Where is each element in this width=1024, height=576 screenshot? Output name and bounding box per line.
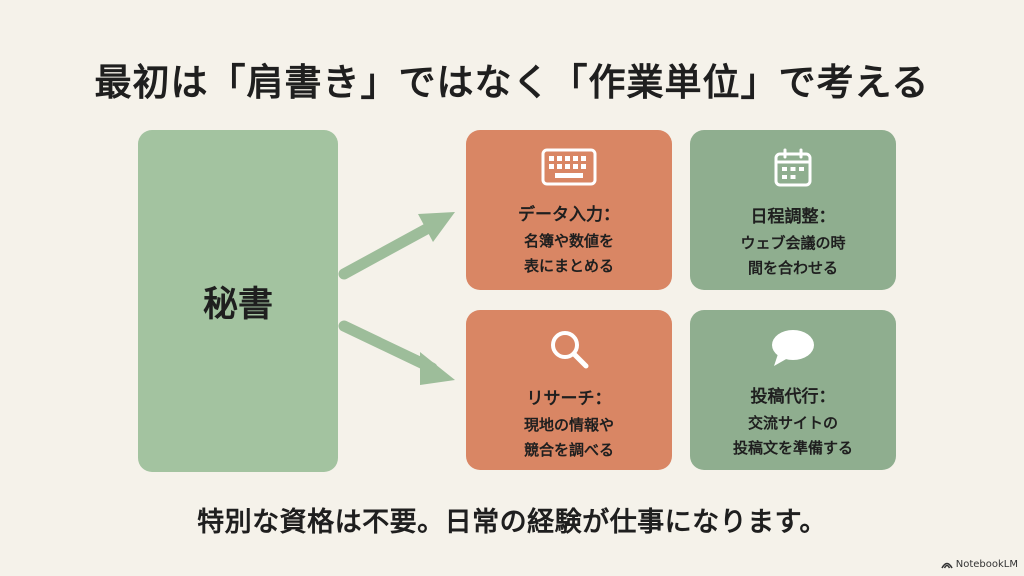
card-line: 間を合わせる bbox=[747, 259, 838, 277]
card-title: 投稿代行： bbox=[750, 387, 836, 407]
card-title: 日程調整： bbox=[750, 207, 836, 227]
card-line: 現地の情報や bbox=[523, 416, 614, 434]
search-icon bbox=[551, 331, 589, 369]
arrow-up bbox=[338, 220, 438, 280]
card-line: 投稿文を準備する bbox=[732, 439, 853, 457]
keyboard-icon bbox=[541, 148, 597, 186]
task-card-posting: 投稿代行： 交流サイトの 投稿文を準備する bbox=[690, 310, 896, 470]
arrow-down bbox=[338, 320, 438, 374]
arrow-up-head bbox=[418, 212, 455, 242]
page-title: 最初は「肩書き」ではなく「作業単位」で考える bbox=[94, 61, 930, 104]
task-card-scheduling: 日程調整： ウェブ会議の時 間を合わせる bbox=[690, 130, 896, 290]
role-label: 秘書 bbox=[202, 284, 273, 325]
card-line: 競合を調べる bbox=[523, 441, 614, 459]
card-title: データ入力： bbox=[518, 205, 620, 225]
task-card-data-entry: データ入力： 名簿や数値を 表にまとめる bbox=[466, 130, 672, 290]
calendar-icon bbox=[774, 148, 812, 187]
task-card-research: リサーチ： 現地の情報や 競合を調べる bbox=[466, 310, 672, 470]
card-line: 交流サイトの bbox=[747, 414, 838, 432]
card-title: リサーチ： bbox=[526, 389, 612, 409]
card-line: ウェブ会議の時 bbox=[740, 234, 846, 252]
speech-bubble-icon bbox=[772, 330, 814, 366]
card-line: 表にまとめる bbox=[523, 257, 614, 275]
role-box: 秘書 bbox=[138, 130, 338, 472]
arrow-down-head bbox=[420, 352, 455, 385]
brand-watermark: NotebookLM bbox=[941, 559, 1018, 570]
brand-name: NotebookLM bbox=[955, 559, 1018, 570]
card-line: 名簿や数値を bbox=[523, 232, 614, 250]
bottom-message: 特別な資格は不要。日常の経験が仕事になります。 bbox=[197, 507, 827, 538]
notebooklm-logo-icon bbox=[941, 562, 953, 569]
